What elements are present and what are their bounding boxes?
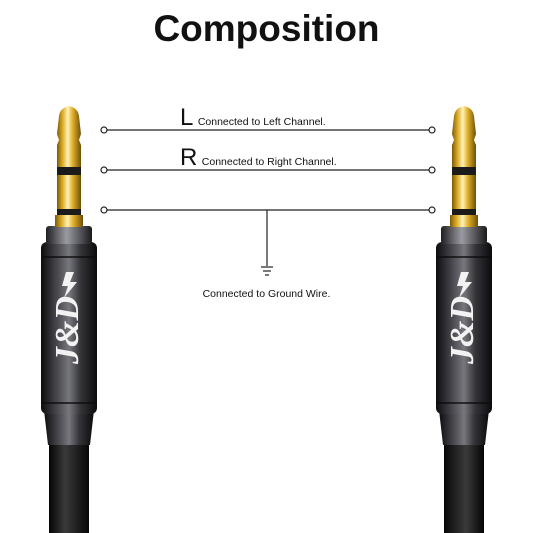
left-collar	[46, 226, 92, 244]
left-insulator-1	[57, 167, 81, 175]
left-ring-section	[57, 175, 81, 209]
endpoint-dot	[100, 166, 108, 174]
right-tip	[452, 106, 476, 134]
right-ring-section	[452, 175, 476, 209]
left-channel-letter: L	[180, 104, 194, 131]
left-brand-logo: J&D	[49, 296, 86, 365]
endpoint-dot	[428, 166, 436, 174]
endpoint-dot	[428, 126, 436, 134]
left-insulator-2	[57, 209, 81, 215]
connection-lines	[107, 129, 429, 266]
right-sleeve	[450, 215, 478, 227]
left-audio-plug: J&D	[41, 106, 97, 533]
left-channel-label: L Connected to Left Channel.	[180, 104, 326, 132]
right-housing	[436, 242, 492, 414]
right-channel-letter: R	[180, 144, 198, 171]
ground-wire-label: Connected to Ground Wire.	[202, 288, 331, 300]
right-audio-plug: J&D	[436, 106, 492, 533]
left-housing	[41, 242, 97, 414]
left-sleeve	[55, 215, 83, 227]
right-strain-relief	[439, 410, 489, 445]
right-channel-label: R Connected to Right Channel.	[180, 144, 337, 172]
endpoint-dot	[100, 206, 108, 214]
right-collar	[441, 226, 487, 244]
left-bolt-icon	[62, 272, 77, 298]
right-tip-section	[452, 134, 476, 167]
right-brand-logo: J&D	[444, 296, 481, 365]
ground-symbol-icon	[261, 266, 273, 276]
right-insulator-2	[452, 209, 476, 215]
right-insulator-1	[452, 167, 476, 175]
right-channel-text: Connected to Right Channel.	[201, 156, 337, 168]
connection-endpoints	[100, 126, 436, 214]
page-title: Composition	[153, 8, 380, 49]
left-strain-relief	[44, 410, 94, 445]
left-tip-section	[57, 134, 81, 167]
right-cable	[444, 442, 484, 533]
endpoint-dot	[428, 206, 436, 214]
left-cable	[49, 442, 89, 533]
endpoint-dot	[100, 126, 108, 134]
left-tip	[57, 106, 81, 134]
right-bolt-icon	[457, 272, 472, 298]
left-channel-text: Connected to Left Channel.	[197, 116, 326, 128]
